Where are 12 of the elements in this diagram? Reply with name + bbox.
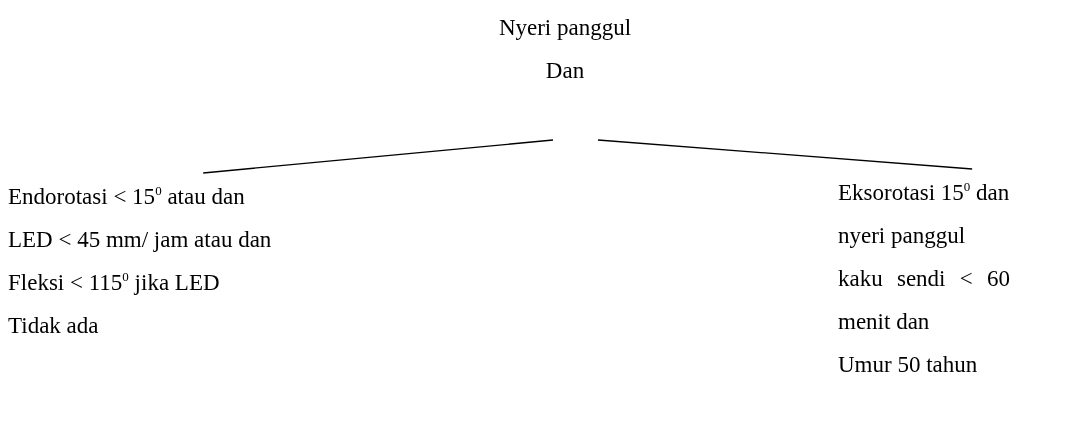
node-text: kaku sendi < 60 menit dan xyxy=(838,265,1010,336)
node-text: LED < 45 mm/ jam atau dan xyxy=(8,226,273,254)
connector-line xyxy=(597,139,973,170)
node-text: Eksorotasi 15$^{0}$ dan xyxy=(838,178,1010,207)
node-text: Tidak ada xyxy=(8,312,100,340)
node-text: Fleksi < 115$^{0}$ jika LED xyxy=(8,268,221,297)
node-text: Dan xyxy=(544,57,586,85)
connector-line xyxy=(202,139,554,174)
node-text: Umur 50 tahun xyxy=(838,351,979,379)
node-text: Nyeri panggul xyxy=(497,14,633,42)
node-text: nyeri panggul xyxy=(838,222,967,250)
node-text: Endorotasi < 15$^{0}$ atau dan xyxy=(8,182,246,211)
